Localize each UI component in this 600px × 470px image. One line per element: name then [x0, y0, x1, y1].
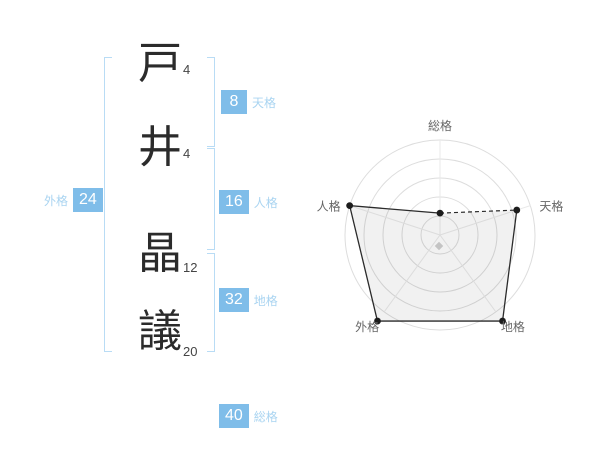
chikaku-bracket [207, 253, 215, 352]
jinkaku-value-badge: 16 [219, 190, 249, 214]
tenkaku-value-badge: 8 [221, 90, 247, 114]
tenkaku-row: 8 天格 [221, 90, 276, 114]
chikaku-label: 地格 [253, 293, 278, 308]
chikaku-value-badge: 32 [219, 288, 249, 312]
radar-area [349, 205, 517, 322]
name-char-3: 晶 [138, 229, 182, 278]
gaikaku-value-badge: 24 [73, 188, 103, 212]
radar-data-point [436, 209, 444, 217]
radar-axis-label: 人格 [317, 199, 341, 214]
soukaku-row: 40 総格 [219, 404, 278, 428]
gaikaku-row: 外格 24 [44, 188, 103, 212]
radar-spoke [439, 234, 497, 313]
radar-dashed-edge [439, 209, 517, 214]
gaikaku-bracket [104, 57, 112, 352]
jinkaku-row: 16 人格 [219, 190, 278, 214]
soukaku-label: 総格 [253, 409, 278, 424]
chikaku-row: 32 地格 [219, 288, 278, 312]
radar-axis-label: 総格 [428, 118, 452, 133]
radar-center-marker [434, 241, 444, 251]
soukaku-value-badge: 40 [219, 404, 249, 428]
radar-data-point [513, 206, 521, 214]
radar-spoke [349, 205, 441, 236]
name-char-1: 戸 [138, 39, 182, 88]
radar-spoke [383, 234, 441, 313]
name-char-4: 議 [138, 307, 182, 356]
stroke-count-2: 4 [183, 146, 191, 161]
jinkaku-bracket [207, 148, 215, 250]
radar-axis-label: 地格 [501, 319, 525, 334]
radar-data-point [346, 202, 354, 210]
stroke-count-3: 12 [183, 260, 198, 275]
gaikaku-label: 外格 [44, 193, 69, 208]
radar-axis-label: 天格 [539, 199, 563, 214]
radar-data-point [374, 317, 381, 325]
radar-axis-label: 外格 [355, 319, 379, 334]
tenkaku-label: 天格 [252, 95, 277, 110]
name-char-2: 井 [138, 123, 182, 172]
radar-data-point [499, 317, 506, 325]
jinkaku-label: 人格 [253, 195, 278, 210]
stroke-count-1: 4 [183, 62, 191, 77]
stroke-count-4: 20 [183, 344, 198, 359]
tenkaku-bracket [207, 57, 215, 147]
